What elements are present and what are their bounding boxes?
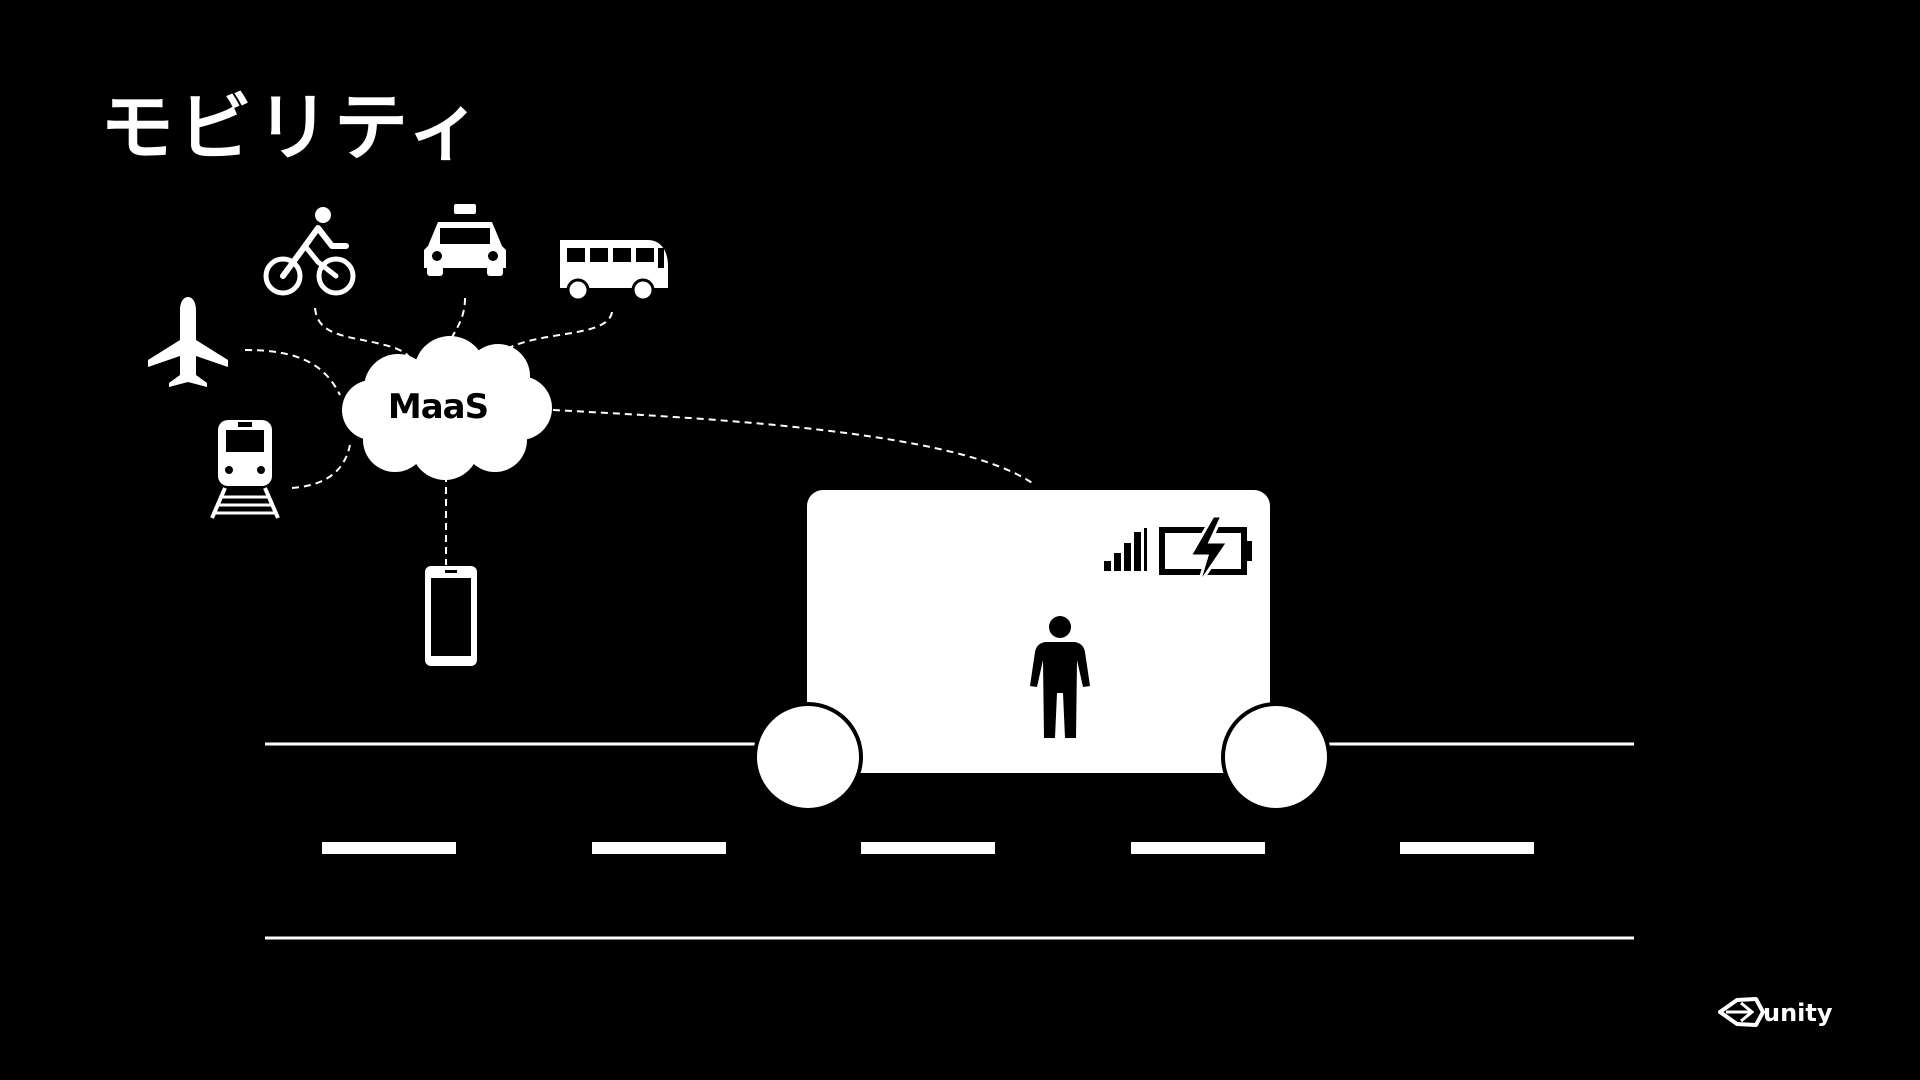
lane-markings <box>322 842 1534 854</box>
unity-logo-icon <box>1718 997 1765 1027</box>
bicycle-icon <box>263 207 356 296</box>
vehicle-rear-wheel <box>1221 702 1331 812</box>
lane-dash <box>592 842 726 854</box>
connector-bicycle <box>314 307 411 361</box>
airplane-icon <box>148 297 228 387</box>
lane-dash <box>861 842 995 854</box>
connector-bus <box>504 311 613 351</box>
brand-label: unity <box>1763 999 1833 1027</box>
battery-charging-icon <box>1159 514 1252 587</box>
road <box>265 742 1634 940</box>
person-icon <box>1030 616 1090 738</box>
vehicle-body <box>807 490 1270 773</box>
train-icon <box>210 420 280 519</box>
lane-dash <box>322 842 456 854</box>
connector-train <box>291 444 351 489</box>
signal-bars-icon <box>1104 528 1147 571</box>
connector-vehicle <box>552 409 1036 486</box>
smartphone-icon <box>425 566 477 666</box>
connector-airplane <box>244 349 341 396</box>
maas-cloud <box>342 336 552 480</box>
slide-title: モビリティ <box>100 85 486 171</box>
taxi-icon <box>424 204 506 276</box>
lane-dash <box>1400 842 1534 854</box>
maas-label: MaaS <box>388 387 488 427</box>
vehicle-front-wheel <box>753 702 863 812</box>
lane-dash <box>1131 842 1265 854</box>
autonomous-vehicle <box>753 490 1331 812</box>
bus-icon <box>560 240 668 302</box>
